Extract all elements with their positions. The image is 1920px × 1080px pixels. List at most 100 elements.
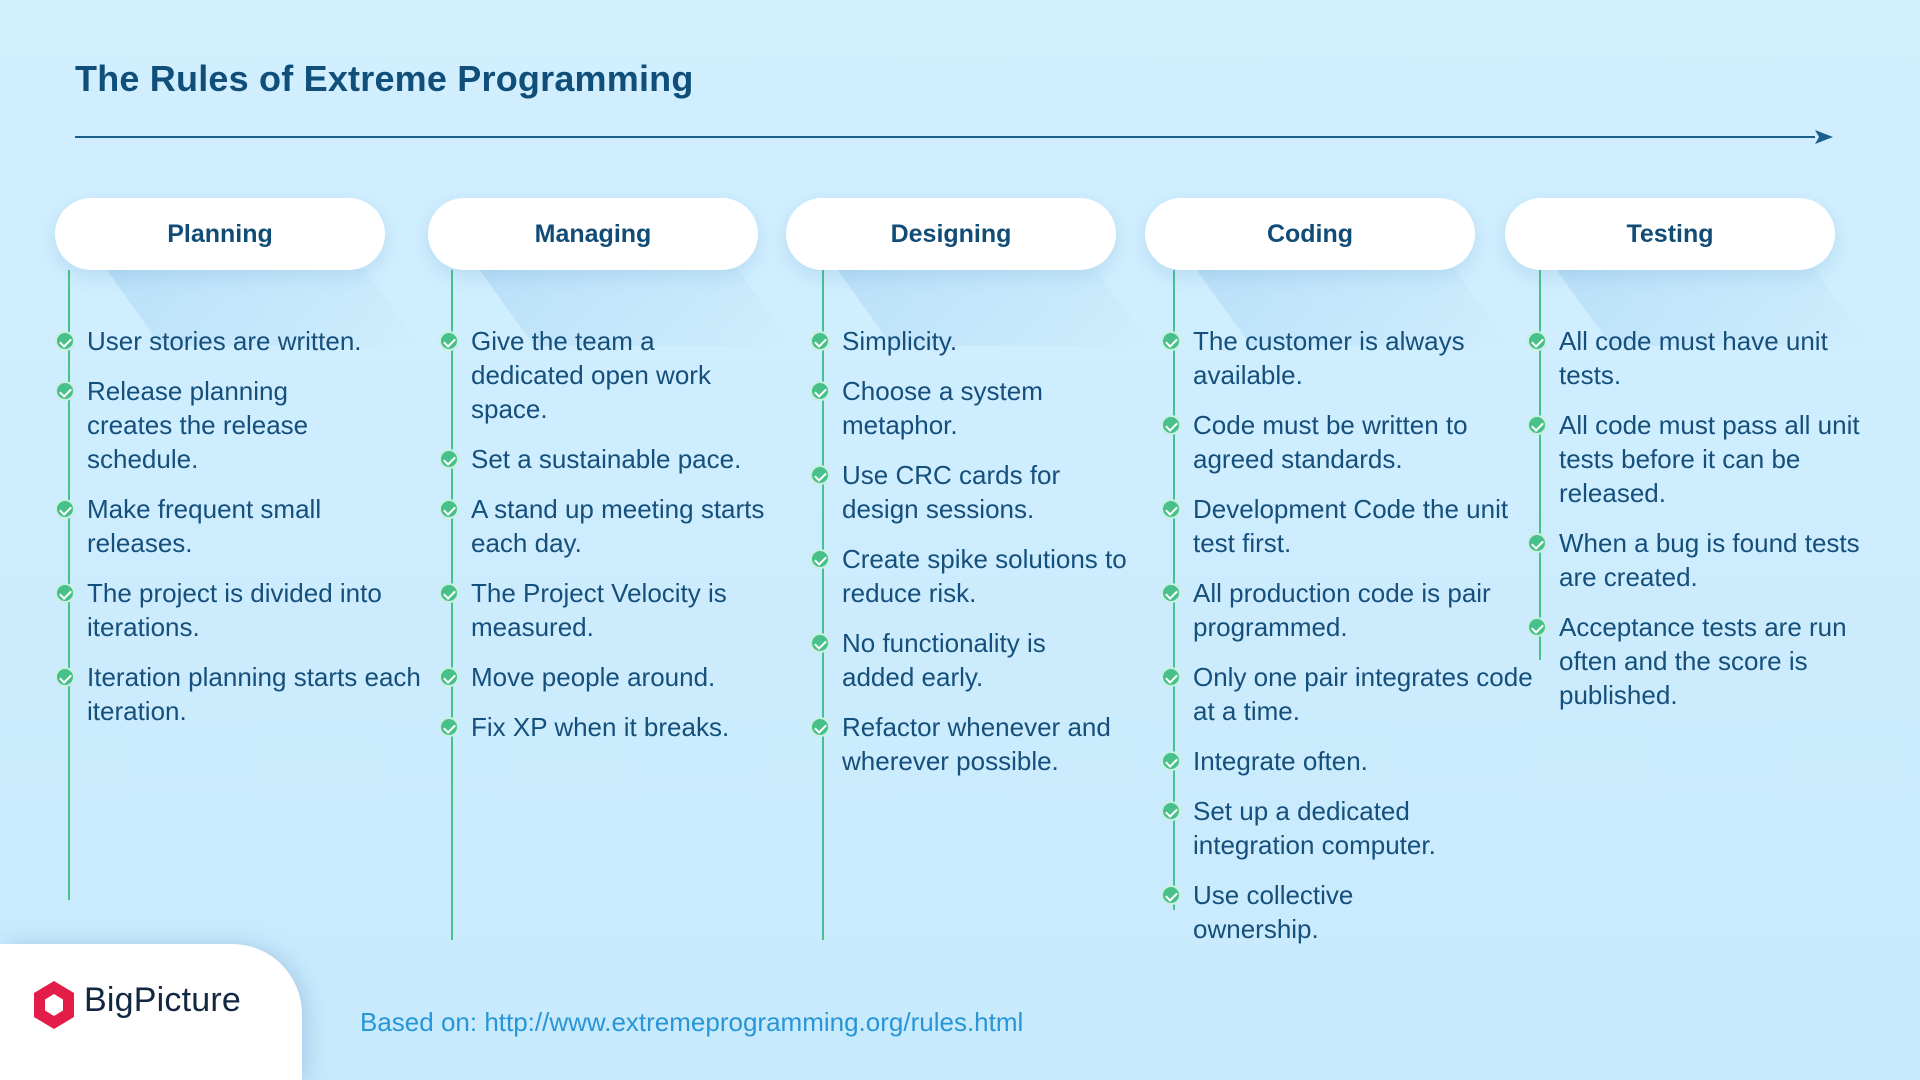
check-circle-icon xyxy=(439,331,459,351)
rule-list: Simplicity. Choose a system metaphor. Us… xyxy=(810,324,1190,794)
check-circle-icon xyxy=(1161,667,1181,687)
column-heading-pill: Testing xyxy=(1505,198,1835,270)
rule-text: Use CRC cards for design sessions. xyxy=(842,460,1061,524)
check-circle-icon xyxy=(439,449,459,469)
rule-text: Choose a system metaphor. xyxy=(842,376,1043,440)
rule-item: All code must have unit tests. xyxy=(1527,324,1889,392)
rule-text: All code must have unit tests. xyxy=(1559,326,1828,390)
check-circle-icon xyxy=(810,331,830,351)
column-testing: Testing All code must have unit tests. A… xyxy=(1505,198,1870,958)
column-heading-pill: Coding xyxy=(1145,198,1475,270)
brand-card: BigPicture xyxy=(0,944,302,1080)
rule-item: Choose a system metaphor. xyxy=(810,374,1102,442)
rule-text: Code must be written to agreed standards… xyxy=(1193,410,1468,474)
column-coding: Coding The customer is always available.… xyxy=(1145,198,1533,958)
source-link[interactable]: Based on: http://www.extremeprogramming.… xyxy=(360,1007,1024,1037)
rule-item: Use collective ownership. xyxy=(1161,878,1443,946)
rule-text: The customer is always available. xyxy=(1193,326,1465,390)
check-circle-icon xyxy=(810,465,830,485)
rule-item: Refactor whenever and wherever possible. xyxy=(810,710,1162,778)
check-circle-icon xyxy=(439,499,459,519)
column-heading: Planning xyxy=(167,219,273,248)
timeline-arrow-icon xyxy=(75,130,1833,144)
rule-item: All production code is pair programmed. xyxy=(1161,576,1513,644)
rule-item: Make frequent small releases. xyxy=(55,492,387,560)
column-heading: Managing xyxy=(534,219,652,248)
check-circle-icon xyxy=(1161,885,1181,905)
check-circle-icon xyxy=(810,549,830,569)
check-circle-icon xyxy=(439,583,459,603)
rule-item: No functionality is added early. xyxy=(810,626,1122,694)
check-circle-icon xyxy=(810,717,830,737)
rule-item: The customer is always available. xyxy=(1161,324,1523,392)
rule-item: User stories are written. xyxy=(55,324,435,358)
check-circle-icon xyxy=(1527,617,1547,637)
rule-list: All code must have unit tests. All code … xyxy=(1527,324,1907,728)
check-circle-icon xyxy=(1161,801,1181,821)
column-heading: Coding xyxy=(1266,219,1354,248)
rule-item: Set a sustainable pace. xyxy=(439,442,819,476)
rule-item: Only one pair integrates code at a time. xyxy=(1161,660,1533,728)
rule-text: Refactor whenever and wherever possible. xyxy=(842,712,1111,776)
rule-item: Create spike solutions to reduce risk. xyxy=(810,542,1152,610)
rule-item: When a bug is found tests are created. xyxy=(1527,526,1869,594)
column-heading-pill: Managing xyxy=(428,198,758,270)
rule-item: Development Code the unit test first. xyxy=(1161,492,1523,560)
check-circle-icon xyxy=(810,633,830,653)
check-circle-icon xyxy=(55,381,75,401)
rule-text: Use collective ownership. xyxy=(1193,880,1354,944)
rule-text: Acceptance tests are run often and the s… xyxy=(1559,612,1847,710)
check-circle-icon xyxy=(1161,583,1181,603)
rule-item: Code must be written to agreed standards… xyxy=(1161,408,1528,476)
timeline-connector xyxy=(1539,270,1541,660)
rule-item: Release planning creates the release sch… xyxy=(55,374,335,476)
rule-item: Simplicity. xyxy=(810,324,1190,358)
check-circle-icon xyxy=(1527,415,1547,435)
rule-item: Use CRC cards for design sessions. xyxy=(810,458,1112,526)
rule-item: The Project Velocity is measured. xyxy=(439,576,771,644)
check-circle-icon xyxy=(55,331,75,351)
check-circle-icon xyxy=(55,667,75,687)
rule-text: All production code is pair programmed. xyxy=(1193,578,1491,642)
rule-text: Set a sustainable pace. xyxy=(471,444,742,474)
check-circle-icon xyxy=(439,667,459,687)
rule-text: Simplicity. xyxy=(842,326,958,356)
check-circle-icon xyxy=(55,499,75,519)
rule-text: Make frequent small releases. xyxy=(87,494,322,558)
rule-text: Set up a dedicated integration computer. xyxy=(1193,796,1436,860)
check-circle-icon xyxy=(55,583,75,603)
rule-text: All code must pass all unit tests before… xyxy=(1559,410,1860,508)
rule-list: Give the team a dedicated open work spac… xyxy=(439,324,819,760)
column-managing: Managing Give the team a dedicated open … xyxy=(428,198,793,958)
rule-item: Set up a dedicated integration computer. xyxy=(1161,794,1503,862)
rule-text: Integrate often. xyxy=(1193,746,1368,776)
check-circle-icon xyxy=(1161,415,1181,435)
check-circle-icon xyxy=(439,717,459,737)
rule-text: User stories are written. xyxy=(87,326,362,356)
rule-item: Iteration planning starts each iteration… xyxy=(55,660,427,728)
rule-item: Move people around. xyxy=(439,660,819,694)
rule-text: Move people around. xyxy=(471,662,716,692)
timeline-connector xyxy=(451,270,453,940)
check-circle-icon xyxy=(810,381,830,401)
column-heading: Designing xyxy=(890,219,1012,248)
rule-item: Integrate often. xyxy=(1161,744,1541,778)
rule-text: Development Code the unit test first. xyxy=(1193,494,1509,558)
rule-text: Only one pair integrates code at a time. xyxy=(1193,662,1533,726)
rule-text: Fix XP when it breaks. xyxy=(471,712,730,742)
check-circle-icon xyxy=(1161,331,1181,351)
check-circle-icon xyxy=(1161,499,1181,519)
rule-list: User stories are written. Release planni… xyxy=(55,324,435,744)
rule-text: The Project Velocity is measured. xyxy=(471,578,727,642)
rule-item: Acceptance tests are run often and the s… xyxy=(1527,610,1889,712)
check-circle-icon xyxy=(1527,533,1547,553)
check-circle-icon xyxy=(1161,751,1181,771)
rule-item: A stand up meeting starts each day. xyxy=(439,492,771,560)
rule-item: The project is divided into iterations. xyxy=(55,576,407,644)
check-circle-icon xyxy=(1527,331,1547,351)
rule-item: Fix XP when it breaks. xyxy=(439,710,819,744)
column-heading: Testing xyxy=(1626,219,1714,248)
hexagon-logo-icon xyxy=(34,981,74,1029)
column-planning: Planning User stories are written. Relea… xyxy=(55,198,421,958)
